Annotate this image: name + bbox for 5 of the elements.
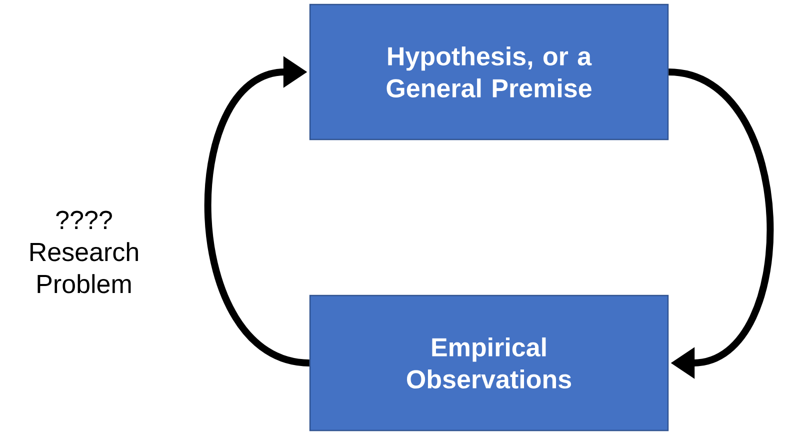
process-box: Empirical Observations	[309, 294, 669, 432]
edge-label: ???? Research Problem	[30, 210, 138, 294]
process-box: Hypothesis, or a General Premise	[309, 4, 669, 140]
arrow	[668, 68, 774, 379]
arrow	[204, 56, 310, 366]
